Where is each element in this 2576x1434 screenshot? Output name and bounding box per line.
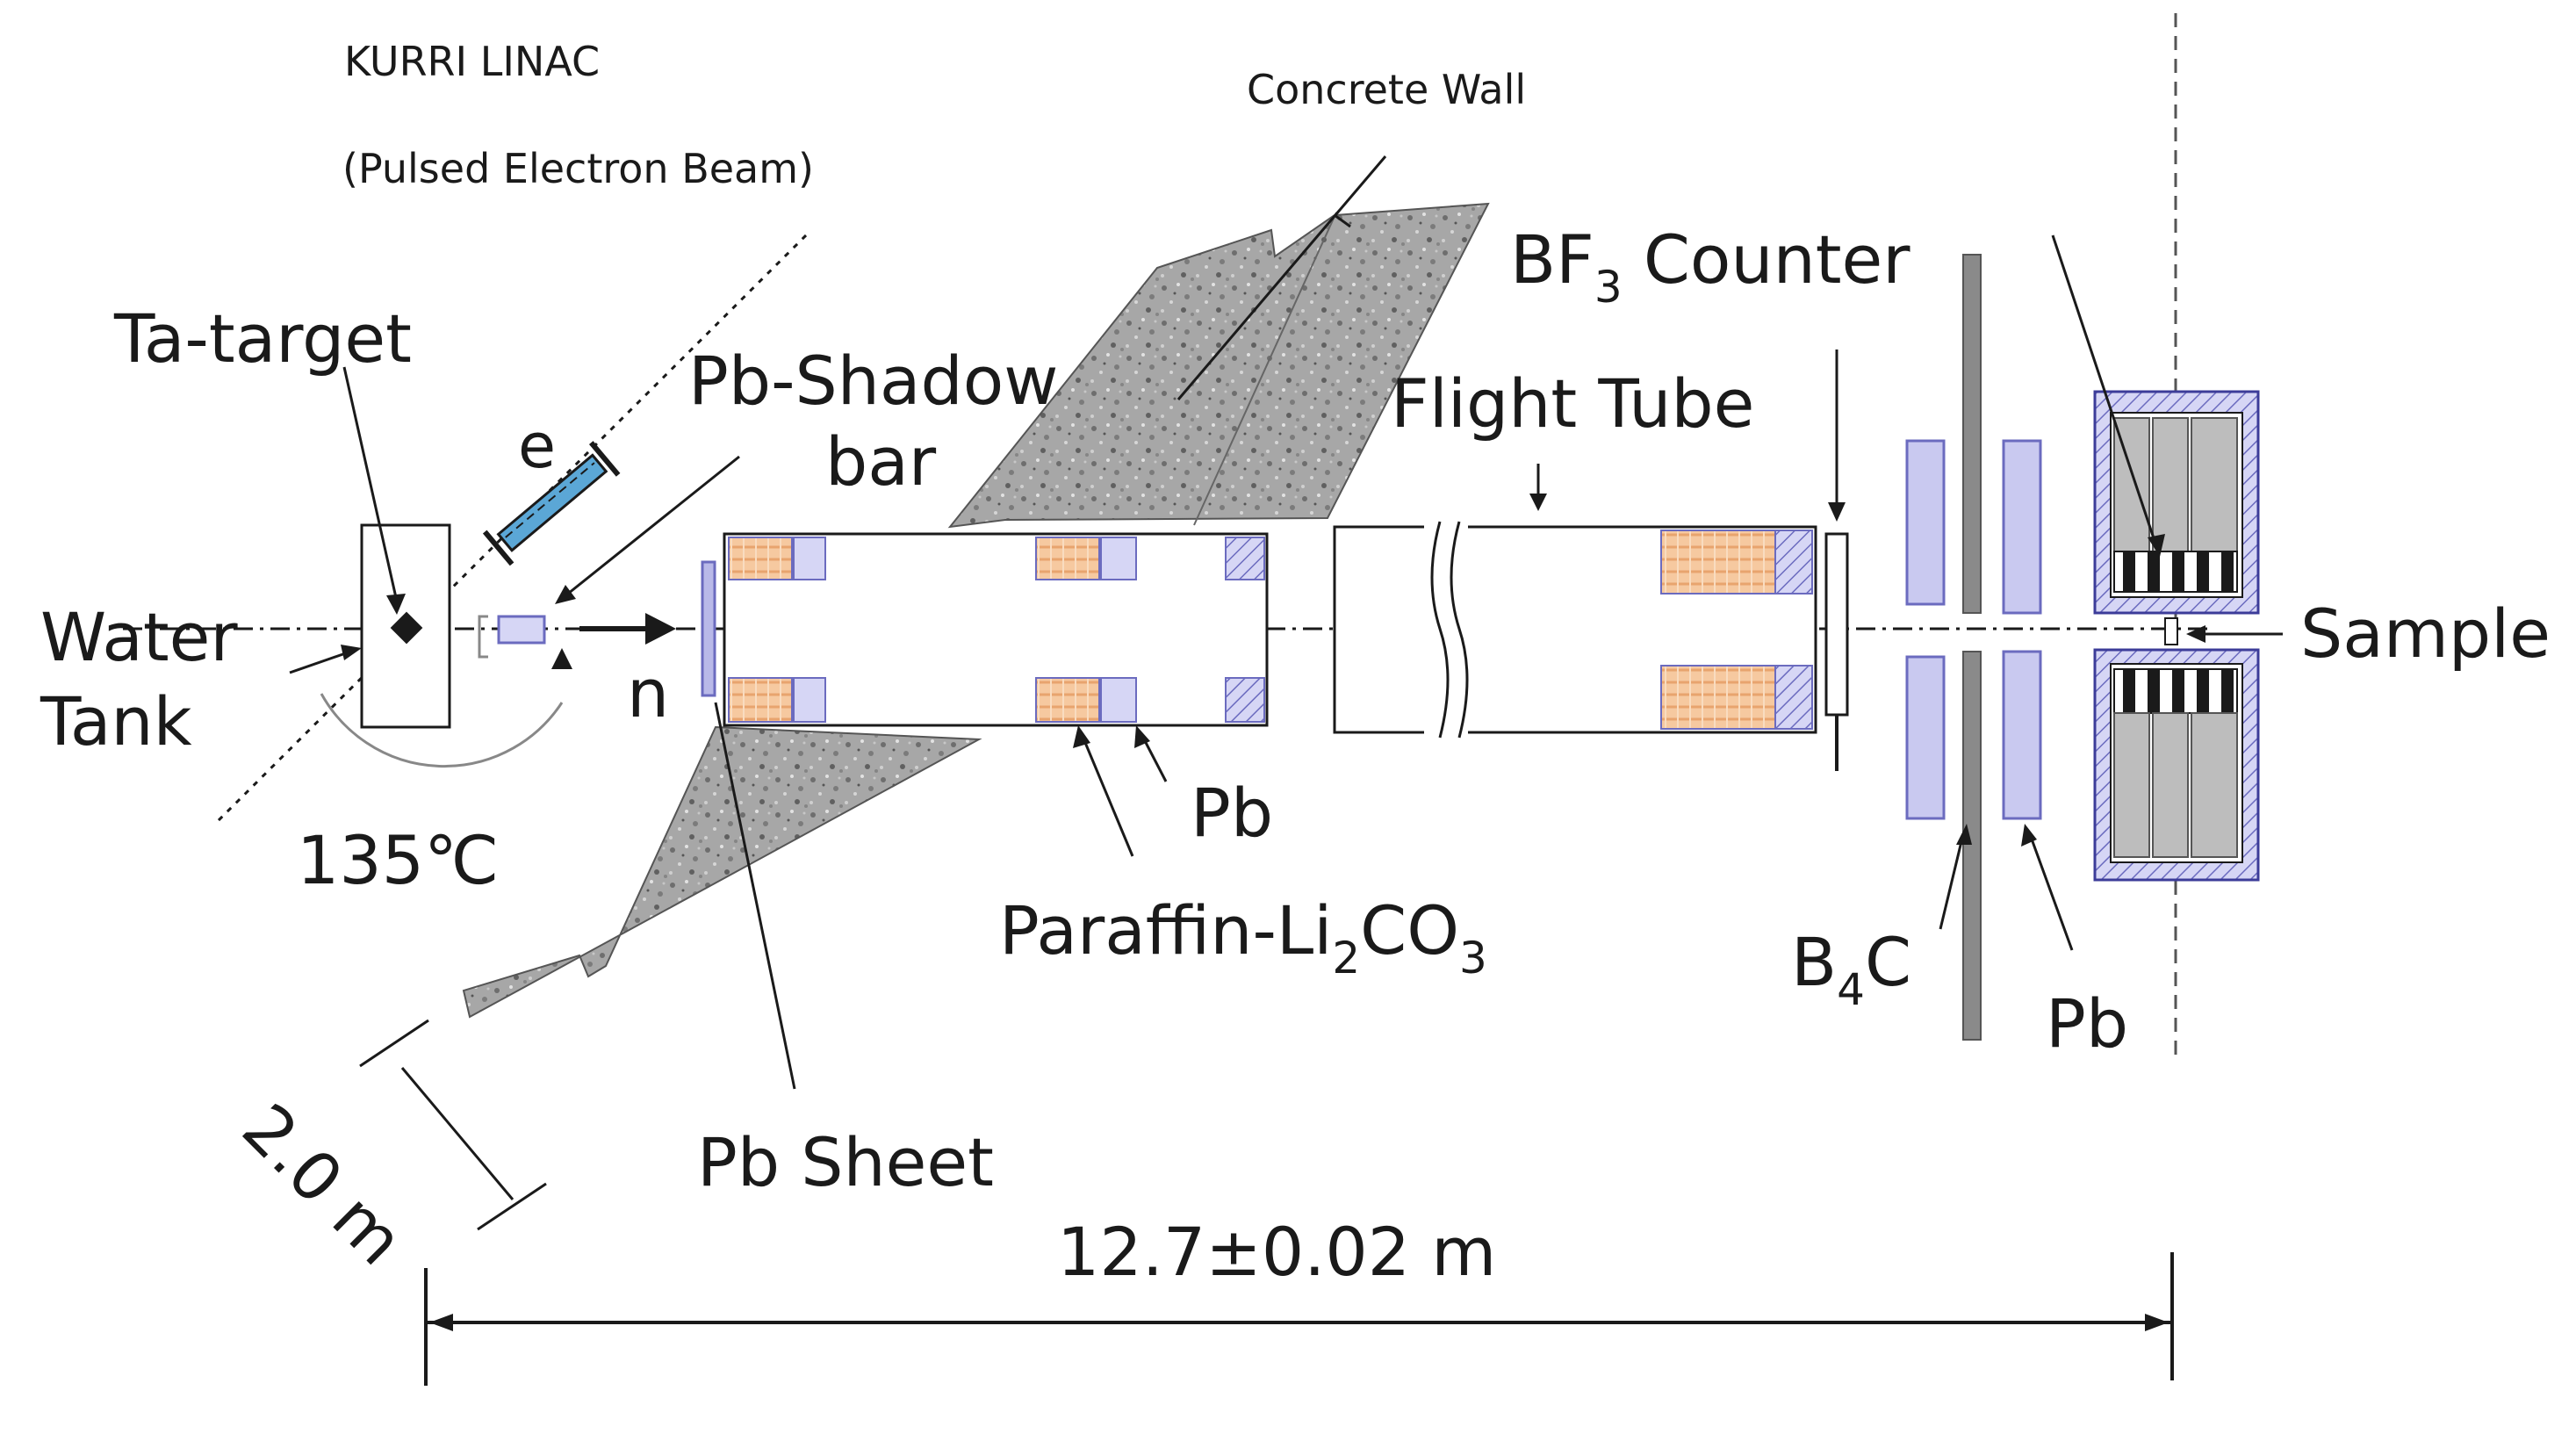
pb-right-arrowhead (2021, 824, 2037, 847)
paraffin-label: Paraffin-Li2CO3 (999, 891, 1487, 984)
linac-label-line1: KURRI LINAC (344, 38, 600, 85)
flight-tube-arrowhead (1529, 494, 1547, 511)
pb-block (1774, 530, 1813, 594)
pb-sheet-label: Pb Sheet (697, 1123, 994, 1201)
pb-shadow-arrowhead (555, 585, 576, 604)
angle-label: 135℃ (297, 821, 499, 899)
pb-label-right: Pb (2046, 984, 2128, 1063)
concrete-wall-label: Concrete Wall (1247, 66, 1526, 113)
ta-target-arrowhead (386, 594, 406, 615)
water-tank-label-line2: Tank (40, 682, 192, 760)
concrete-wall-crease (1193, 212, 1337, 526)
dimension-2m-tick-b (477, 1182, 547, 1231)
paraffin-block (1660, 530, 1776, 594)
paraffin-label-main: Paraffin-Li (999, 891, 1332, 969)
pb-sheet (701, 560, 716, 697)
pb-block (1905, 655, 1946, 820)
sample-label: Sample (2300, 594, 2551, 673)
water-tank-label-line1: Water (40, 598, 238, 676)
bf3-counter (1824, 532, 1849, 717)
paraffin-pointer (1080, 733, 1134, 857)
ta-target-pointer (342, 366, 399, 602)
bf3-arrowhead (1828, 502, 1846, 522)
pb-block (1100, 537, 1137, 580)
b4c-plate-lower (1962, 651, 1982, 1041)
pb-label-middle: Pb (1191, 774, 1273, 852)
dimension-2m-tick-a (359, 1019, 429, 1068)
b4c-arrowhead (1956, 824, 1972, 845)
dimension-total-arrow-right (2145, 1314, 2169, 1331)
dimension-2m-line (400, 1067, 514, 1200)
pb-block (1774, 665, 1813, 730)
paraffin-label-sub1: 2 (1332, 933, 1360, 984)
distance-total-label: 12.7±0.02 m (1057, 1213, 1496, 1291)
b4c-plate-upper (1962, 254, 1982, 614)
neutron-arrowhead (645, 613, 676, 645)
concrete-wall-pointer-a (1176, 155, 1387, 400)
paraffin-block (1660, 665, 1776, 730)
bf3-counter-label: BF3 Counter (1510, 220, 1910, 313)
concrete-wall-pointer-b (1334, 213, 1351, 228)
paraffin-block (728, 677, 793, 723)
b4c-label-main: B (1791, 923, 1837, 1001)
sample-detector-upper (2093, 390, 2260, 615)
collimator-bracket (478, 615, 488, 659)
paraffin-label-sub2: 3 (1459, 933, 1487, 984)
pb-block (793, 537, 826, 580)
pb-shadow-bar (497, 615, 546, 645)
angle-arc-arrowhead (551, 648, 572, 669)
pb-shadow-label-line1: Pb-Shadow (688, 342, 1058, 420)
pb-shadow-pointer (563, 455, 740, 599)
pb-right-pointer (2028, 833, 2074, 951)
electron-tube (482, 441, 621, 566)
pb-block (1905, 439, 1946, 606)
concrete-wall-lower (462, 725, 982, 1019)
sample-holder (2164, 617, 2178, 645)
paraffin-block (728, 537, 793, 580)
flight-tube-label: Flight Tube (1391, 364, 1754, 443)
paraffin-block (1035, 537, 1100, 580)
distance-short-label: 2.0 m (227, 1089, 419, 1280)
sample-arrowhead (2186, 625, 2205, 643)
detector-arrowhead (2148, 534, 2165, 557)
bf3-label-main: BF (1510, 220, 1594, 299)
paraffin-block (1035, 677, 1100, 723)
linac-label-line2: (Pulsed Electron Beam) (342, 145, 814, 192)
neutron-label: n (627, 654, 669, 732)
ta-target-label: Ta-target (113, 299, 412, 378)
flight-tube-break-right (1450, 521, 1469, 739)
electron-label: e (518, 410, 556, 482)
electron-beam-path (216, 234, 808, 823)
paraffin-arrowhead (1073, 725, 1090, 748)
flight-tube-break-left (1430, 521, 1450, 739)
b4c-label-suffix: C (1865, 923, 1911, 1001)
b4c-pointer (1939, 833, 1965, 930)
detector-pointer (2051, 234, 2158, 547)
ta-target-block (390, 611, 423, 645)
pb-block (1100, 677, 1137, 723)
pb-sheet-pointer (714, 702, 796, 1090)
pb-block (1225, 677, 1265, 723)
bf3-label-subscript: 3 (1594, 262, 1623, 313)
pb-block (2002, 650, 2042, 820)
pb-block (1225, 537, 1265, 580)
pb-shadow-label-line2: bar (825, 422, 937, 501)
sample-detector-lower (2093, 648, 2260, 882)
water-tank-arrowhead (341, 645, 362, 660)
paraffin-label-mid: CO (1360, 891, 1459, 969)
pb-block (793, 677, 826, 723)
dimension-total-arrow-left (429, 1314, 453, 1331)
b4c-label-subscript: 4 (1837, 964, 1865, 1015)
angle-arc (320, 693, 564, 767)
pb-arrowhead (1134, 725, 1150, 748)
bf3-label-suffix: Counter (1623, 220, 1911, 299)
pb-block (2002, 439, 2042, 615)
b4c-label: B4C (1791, 923, 1911, 1015)
